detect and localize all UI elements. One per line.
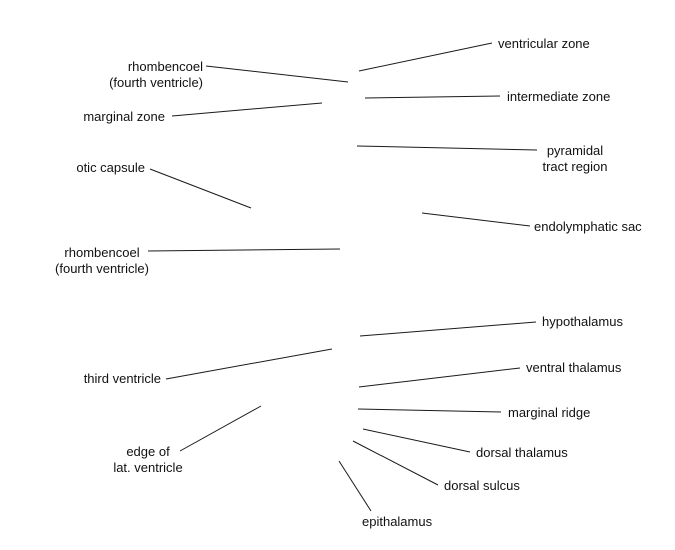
leader-line-dorsal-sulcus — [352, 440, 439, 486]
leader-line-otic-capsule — [149, 168, 252, 209]
leader-line-intermediate-zone — [364, 95, 501, 99]
label-edge-lat-ventricle: edge of lat. ventricle — [113, 444, 183, 475]
label-hypothalamus: hypothalamus — [542, 314, 623, 329]
label-otic-capsule: otic capsule — [76, 160, 145, 175]
label-dorsal-thalamus: dorsal thalamus — [476, 445, 568, 460]
leader-line-rhombencoel-lower — [147, 248, 341, 252]
label-marginal-zone: marginal zone — [83, 109, 165, 124]
leader-line-ventricular-zone — [358, 42, 493, 72]
label-rhombencoel-lower: rhombencoel (fourth ventricle) — [55, 245, 149, 276]
label-marginal-ridge: marginal ridge — [508, 405, 591, 420]
leader-line-hypothalamus — [359, 321, 537, 337]
leader-line-marginal-zone — [171, 102, 323, 117]
label-dorsal-sulcus: dorsal sulcus — [444, 478, 520, 493]
label-endolymphatic-sac: endolymphatic sac — [534, 219, 642, 234]
label-pyramidal-tract-region: pyramidal tract region — [542, 143, 608, 174]
leader-line-pyramidal-tract-region — [356, 145, 538, 151]
leader-line-epithalamus — [338, 460, 372, 512]
label-ventricular-zone: ventricular zone — [498, 36, 590, 51]
label-third-ventricle: third ventricle — [83, 371, 161, 386]
leader-line-endolymphatic-sac — [421, 212, 531, 227]
label-ventral-thalamus: ventral thalamus — [526, 360, 622, 375]
leader-line-dorsal-thalamus — [362, 428, 471, 453]
label-epithalamus: epithalamus — [362, 514, 433, 529]
leader-line-third-ventricle — [165, 348, 333, 380]
label-rhombencoel-upper: rhombencoel (fourth ventricle) — [109, 59, 203, 90]
leader-line-edge-lat-ventricle — [179, 405, 262, 452]
label-intermediate-zone: intermediate zone — [507, 89, 611, 104]
leader-line-rhombencoel-upper — [205, 65, 349, 83]
leader-line-ventral-thalamus — [358, 367, 521, 388]
leader-line-marginal-ridge — [357, 408, 502, 413]
